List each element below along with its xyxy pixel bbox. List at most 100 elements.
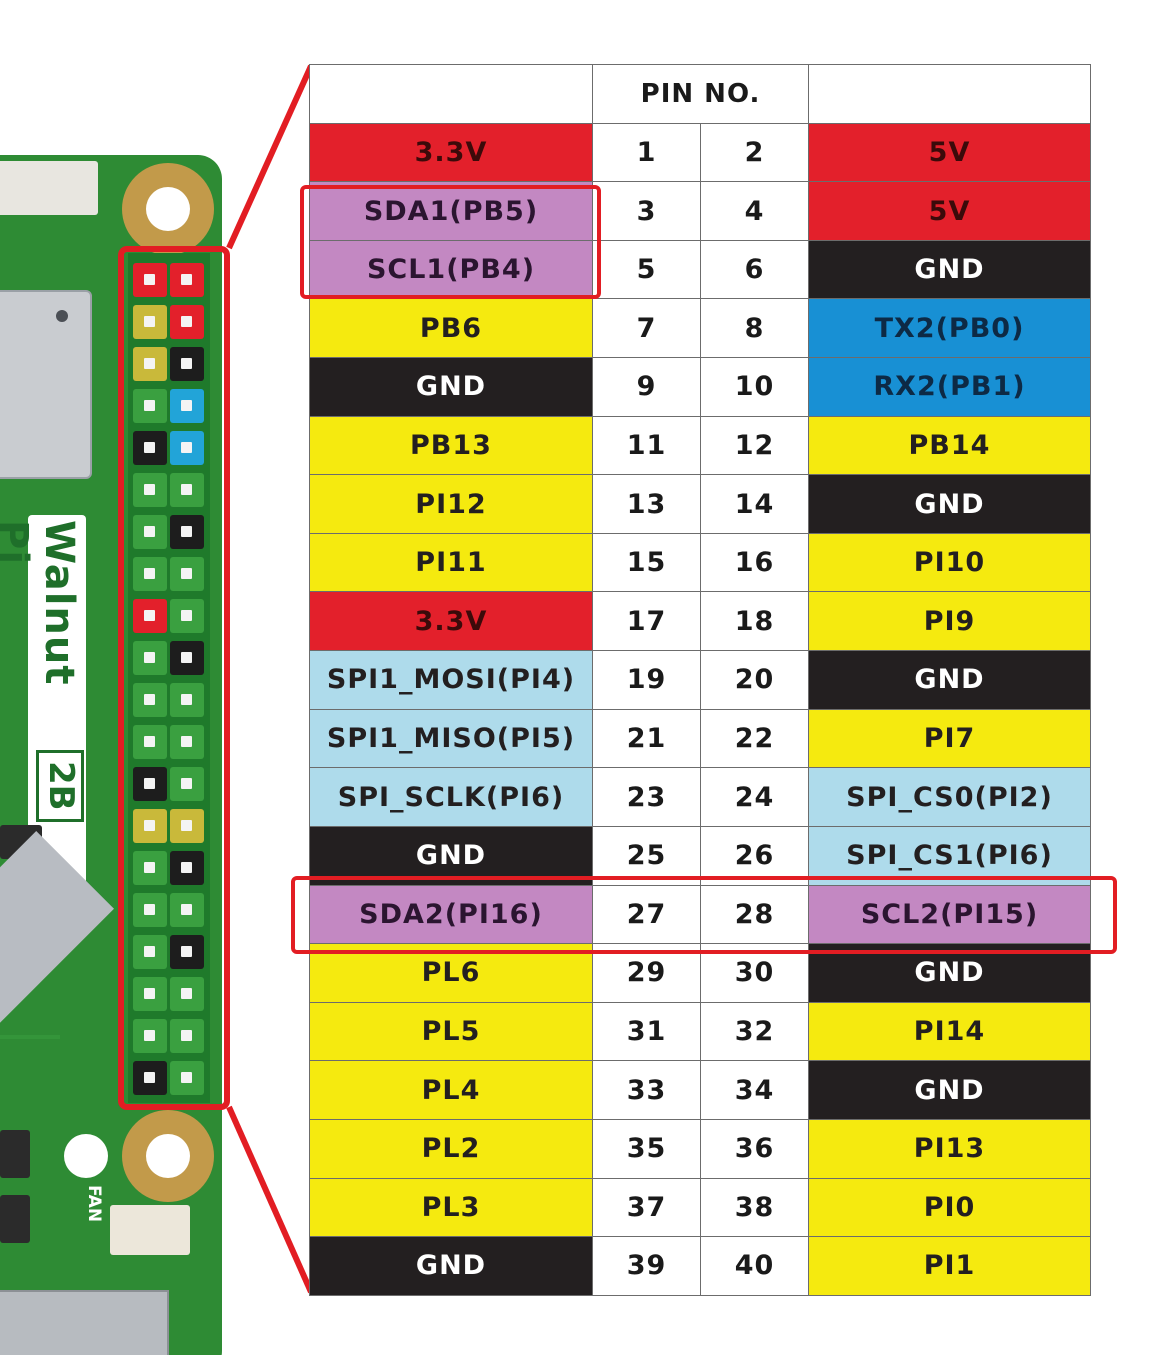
- pin-number-even: 2: [701, 123, 809, 183]
- pin-number-even: 12: [701, 416, 809, 476]
- pin-function-right: PI10: [809, 533, 1091, 593]
- usb-port: [0, 1290, 169, 1355]
- mounting-hole-top: [122, 163, 214, 255]
- pin-number-odd: 39: [593, 1237, 701, 1296]
- header-pin: [133, 935, 167, 969]
- pin-function-left: PL2: [310, 1119, 593, 1179]
- board-chip: [0, 1195, 30, 1243]
- pin-function-right: SPI_CS1(PI6): [809, 826, 1091, 886]
- pin-number-even: 38: [701, 1178, 809, 1238]
- header-pin: [133, 389, 167, 423]
- pin-function-right: TX2(PB0): [809, 299, 1091, 359]
- header-pin: [133, 851, 167, 885]
- pin-function-right: SPI_CS0(PI2): [809, 768, 1091, 827]
- pin-number-odd: 19: [593, 651, 701, 710]
- pin-number-even: 16: [701, 533, 809, 593]
- pin-function-right: GND: [809, 475, 1091, 534]
- header-pin: [133, 977, 167, 1011]
- header-pin: [133, 809, 167, 843]
- header-pin: [133, 725, 167, 759]
- pin-function-right: GND: [809, 1061, 1091, 1120]
- pin-number-even: 22: [701, 709, 809, 769]
- pin-number-odd: 3: [593, 182, 701, 241]
- pin-number-even: 24: [701, 768, 809, 827]
- pin-number-odd: 31: [593, 1002, 701, 1062]
- header-pin: [170, 473, 204, 507]
- pin-function-left: 3.3V: [310, 592, 593, 652]
- header-pin: [133, 683, 167, 717]
- pin-number-even: 32: [701, 1002, 809, 1062]
- pin-function-right: PI13: [809, 1119, 1091, 1179]
- pin-number-even: 34: [701, 1061, 809, 1120]
- pin-number-odd: 1: [593, 123, 701, 183]
- pin-number-odd: 33: [593, 1061, 701, 1120]
- header-pin: [170, 347, 204, 381]
- pin-function-right: GND: [809, 240, 1091, 300]
- pin-number-odd: 21: [593, 709, 701, 769]
- pin-function-left: SDA2(PI16): [310, 885, 593, 945]
- board-illustration: Walnut Pi 2B FAN: [0, 155, 222, 1355]
- i2c1-highlight: [300, 185, 601, 299]
- pin-function-right: PI1: [809, 1237, 1091, 1296]
- header-pin: [170, 557, 204, 591]
- header-pin: [133, 473, 167, 507]
- header-pin: [170, 935, 204, 969]
- pin-number-even: 4: [701, 182, 809, 241]
- header-pin: [170, 641, 204, 675]
- pin-function-right: PI9: [809, 592, 1091, 652]
- header-pin: [170, 893, 204, 927]
- header-pin: [133, 347, 167, 381]
- pin-function-right: SCL2(PI15): [809, 885, 1091, 945]
- header-pin: [133, 1019, 167, 1053]
- pin-number-odd: 5: [593, 240, 701, 300]
- pin-function-left: SDA1(PB5): [310, 182, 593, 241]
- pin-number-odd: 37: [593, 1178, 701, 1238]
- pin-number-even: 14: [701, 475, 809, 534]
- pin-number-odd: 25: [593, 826, 701, 886]
- pin-function-left: SCL1(PB4): [310, 240, 593, 300]
- header-pin: [170, 431, 204, 465]
- pin-function-left: GND: [310, 1237, 593, 1296]
- board-chip: [0, 1130, 30, 1178]
- table-header-blank-right: [809, 65, 1091, 124]
- header-pin: [170, 515, 204, 549]
- wifi-module: [0, 290, 92, 479]
- header-pin: [133, 893, 167, 927]
- pin-function-left: SPI1_MOSI(PI4): [310, 651, 593, 710]
- pin-function-left: GND: [310, 826, 593, 886]
- header-pin: [133, 557, 167, 591]
- pin-function-right: 5V: [809, 182, 1091, 241]
- header-pin: [133, 305, 167, 339]
- pin-number-even: 6: [701, 240, 809, 300]
- pin-function-left: SPI_SCLK(PI6): [310, 768, 593, 827]
- pin-number-even: 36: [701, 1119, 809, 1179]
- pin-function-left: PL3: [310, 1178, 593, 1238]
- header-pin: [133, 431, 167, 465]
- header-pin: [133, 263, 167, 297]
- pin-number-odd: 9: [593, 358, 701, 417]
- callout-line-bottom: [226, 1105, 314, 1294]
- pin-function-left: PI12: [310, 475, 593, 534]
- pin-function-right: PI14: [809, 1002, 1091, 1062]
- header-pin: [170, 599, 204, 633]
- header-pin: [133, 767, 167, 801]
- pin-number-odd: 11: [593, 416, 701, 476]
- pin-number-even: 8: [701, 299, 809, 359]
- pin-number-odd: 7: [593, 299, 701, 359]
- i2c2-highlight: [291, 876, 1117, 954]
- pin-number-even: 40: [701, 1237, 809, 1296]
- pin-function-right: 5V: [809, 123, 1091, 183]
- pin-function-right: GND: [809, 651, 1091, 710]
- pin-number-even: 20: [701, 651, 809, 710]
- pin-function-left: 3.3V: [310, 123, 593, 183]
- header-pin: [133, 1061, 167, 1095]
- pin-number-odd: 23: [593, 768, 701, 827]
- pin-number-odd: 13: [593, 475, 701, 534]
- callout-line-top: [226, 64, 314, 250]
- pcb-trace: [0, 1035, 60, 1039]
- mounting-hole-bottom: [122, 1110, 214, 1202]
- header-pin: [133, 599, 167, 633]
- header-pin: [170, 1061, 204, 1095]
- pin-number-odd: 17: [593, 592, 701, 652]
